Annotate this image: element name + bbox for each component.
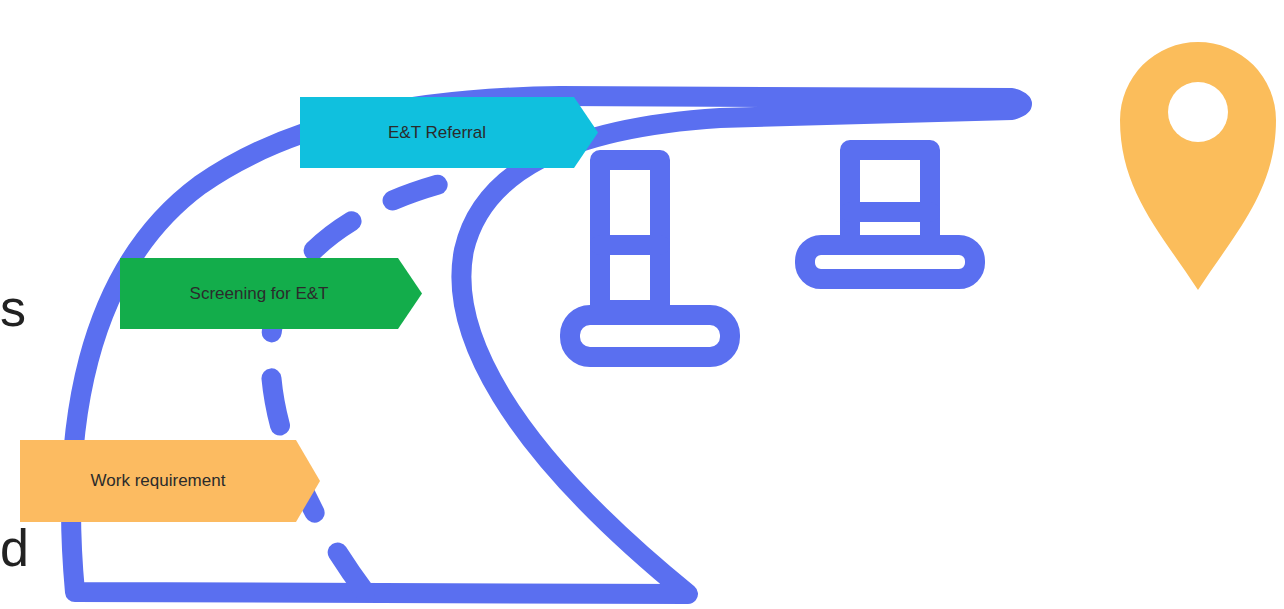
tag-text: Work requirement	[91, 471, 226, 491]
tag-arrow: Screening for E&T	[120, 258, 422, 329]
tag-text: E&T Referral	[388, 123, 486, 143]
tag-arrow: Work requirement	[20, 440, 320, 522]
tag-arrow: E&T Referral	[300, 97, 598, 168]
pin-hole	[1168, 82, 1228, 142]
pillar-base	[570, 315, 730, 357]
location-pin	[1120, 42, 1276, 290]
road-center-dashes	[270, 180, 455, 592]
pillar-base	[805, 245, 975, 279]
tag-fill	[20, 440, 320, 522]
bridge-pillar	[600, 160, 660, 310]
bridge-crossbar	[600, 235, 660, 255]
bridge-crossbar	[850, 202, 930, 222]
cropped-letter: s	[0, 282, 26, 334]
cropped-letter: d	[0, 522, 29, 574]
tag-fill	[300, 97, 598, 168]
tag-text: Screening for E&T	[190, 284, 329, 304]
tag-fill	[120, 258, 422, 329]
